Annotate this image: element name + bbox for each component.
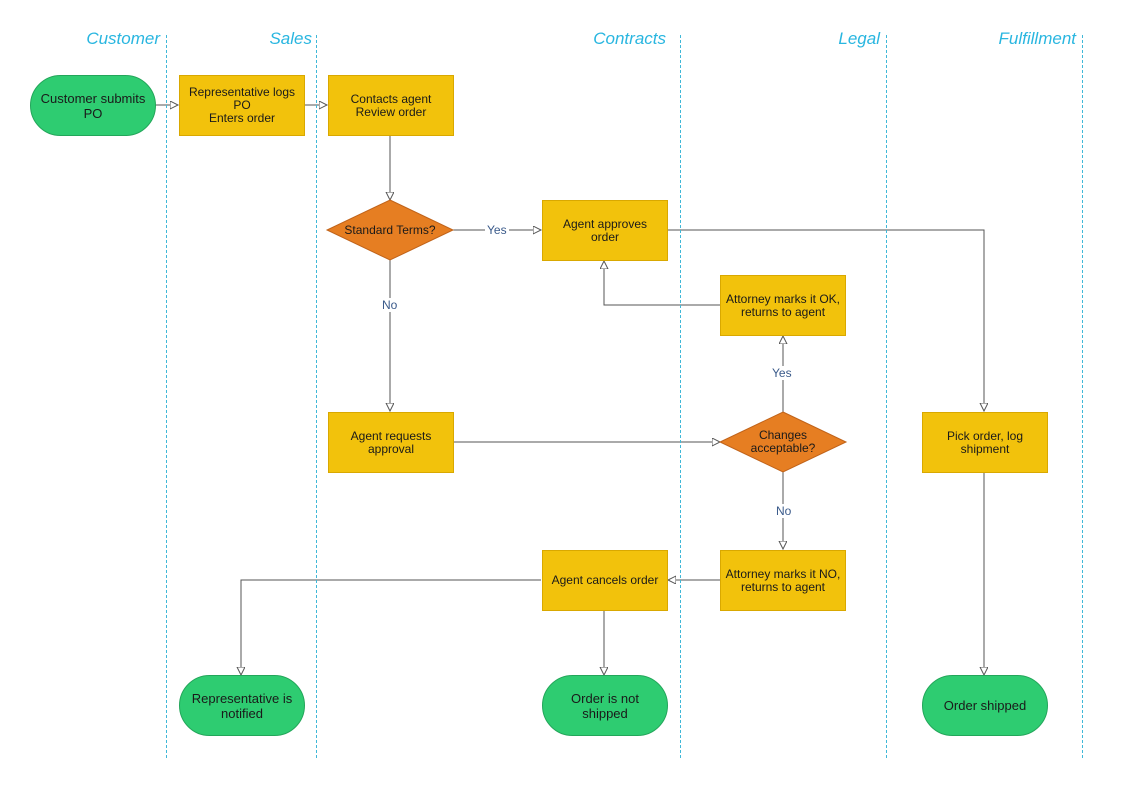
process-agent-approves[interactable]: Agent approves order	[542, 200, 668, 261]
connector-approves-to-pick	[667, 229, 984, 411]
terminal-order-not-shipped[interactable]: Order is not shipped	[542, 675, 668, 736]
process-attorney-ok[interactable]: Attorney marks it OK, returns to agent	[720, 275, 846, 336]
lane-divider	[680, 35, 681, 758]
edge-label-terms-yes: Yes	[485, 223, 509, 237]
edge-label-changes-no: No	[774, 504, 794, 518]
lane-divider	[316, 35, 317, 758]
process-pick-order[interactable]: Pick order, log shipment	[922, 412, 1048, 473]
process-agent-cancels[interactable]: Agent cancels order	[542, 550, 668, 611]
terminal-order-shipped[interactable]: Order shipped	[922, 675, 1048, 736]
decision-changes-acceptable-label[interactable]: Changes acceptable?	[750, 428, 816, 455]
lane-title-customer: Customer	[86, 29, 160, 48]
lane-title-legal: Legal	[838, 29, 880, 48]
connector-cancels-to-rep-notified	[241, 579, 541, 675]
lane-title-sales: Sales	[269, 29, 312, 48]
decision-changes-acceptable	[718, 411, 848, 473]
terminal-customer-submits[interactable]: Customer submits PO	[30, 75, 156, 136]
decision-standard-terms-label[interactable]: Standard Terms?	[344, 222, 436, 237]
lane-title-fulfillment: Fulfillment	[998, 29, 1076, 48]
lane-divider	[166, 35, 167, 758]
decision-standard-terms	[325, 199, 455, 261]
process-attorney-no[interactable]: Attorney marks it NO, returns to agent	[720, 550, 846, 611]
terminal-rep-notified[interactable]: Representative is notified	[179, 675, 305, 736]
edge-label-terms-no: No	[380, 298, 400, 312]
lane-divider	[1082, 35, 1083, 758]
edge-label-changes-yes: Yes	[770, 366, 794, 380]
lane-divider	[886, 35, 887, 758]
process-agent-requests-approval[interactable]: Agent requests approval	[328, 412, 454, 473]
process-rep-logs-po[interactable]: Representative logs PO Enters order	[179, 75, 305, 136]
process-contacts-agent[interactable]: Contacts agent Review order	[328, 75, 454, 136]
connector-attorney-ok-to-approves	[604, 261, 720, 306]
lane-title-contracts: Contracts	[593, 29, 666, 48]
